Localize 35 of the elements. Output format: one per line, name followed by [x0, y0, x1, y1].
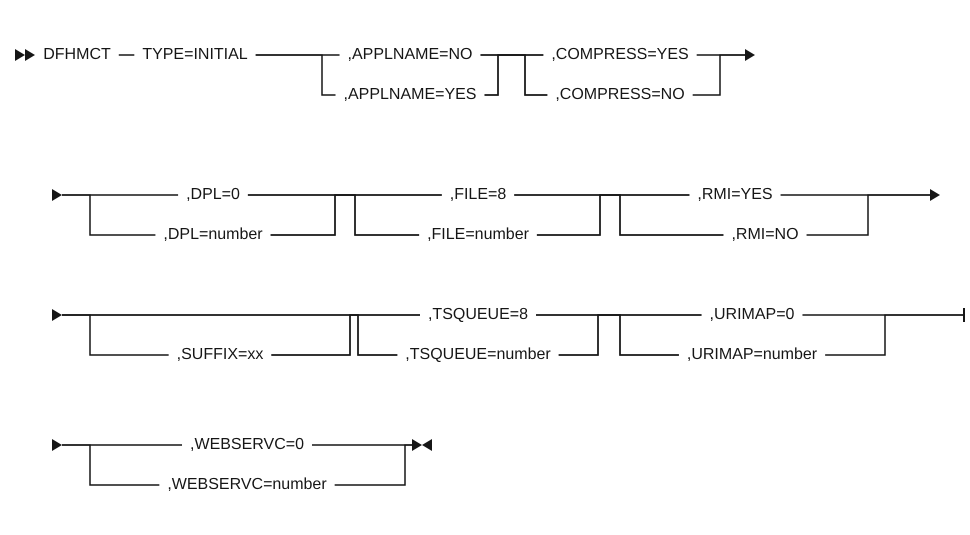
syntax-rail	[825, 314, 963, 356]
syntax-rail	[256, 54, 336, 96]
syntax-keyword: ,DPL=0	[178, 185, 248, 205]
syntax-keyword: ,COMPRESS=NO	[547, 85, 693, 105]
syntax-keyword: ,APPLNAME=YES	[336, 85, 484, 105]
syntax-keyword: ,RMI=YES	[689, 185, 781, 205]
syntax-keyword: ,FILE=8	[442, 185, 514, 205]
syntax-keyword: ,FILE=number	[419, 225, 537, 245]
end-marker-icon	[412, 439, 432, 451]
syntax-keyword: ,SUFFIX=xx	[168, 345, 272, 365]
syntax-keyword: ,TSQUEUE=number	[397, 345, 559, 365]
syntax-keyword: ,WEBSERVC=0	[182, 435, 312, 455]
syntax-keyword: ,APPLNAME=NO	[340, 45, 480, 65]
syntax-rail	[62, 194, 156, 236]
syntax-rail	[692, 54, 745, 96]
syntax-keyword: ,COMPRESS=YES	[543, 45, 697, 65]
continuation-arrow-icon	[745, 49, 755, 61]
syntax-rail	[334, 444, 412, 486]
syntax-keyword: ,URIMAP=number	[678, 345, 826, 365]
syntax-rail	[806, 194, 930, 236]
syntax-keyword: TYPE=INITIAL	[134, 45, 256, 65]
syntax-keyword: DFHMCT	[35, 45, 119, 65]
continuation-arrow-icon	[52, 189, 62, 201]
continuation-arrow-icon	[52, 439, 62, 451]
syntax-keyword: ,URIMAP=0	[702, 305, 802, 325]
syntax-rail	[62, 444, 160, 486]
syntax-rail	[558, 314, 679, 356]
continuation-arrow-icon	[52, 309, 62, 321]
syntax-rail	[271, 314, 398, 356]
syntax-keyword: ,WEBSERVC=number	[159, 475, 335, 495]
syntax-keyword: ,RMI=NO	[723, 225, 807, 245]
syntax-keyword: ,DPL=number	[155, 225, 271, 245]
continuation-arrow-icon	[930, 189, 940, 201]
syntax-keyword: ,TSQUEUE=8	[420, 305, 536, 325]
syntax-rail	[118, 54, 134, 56]
